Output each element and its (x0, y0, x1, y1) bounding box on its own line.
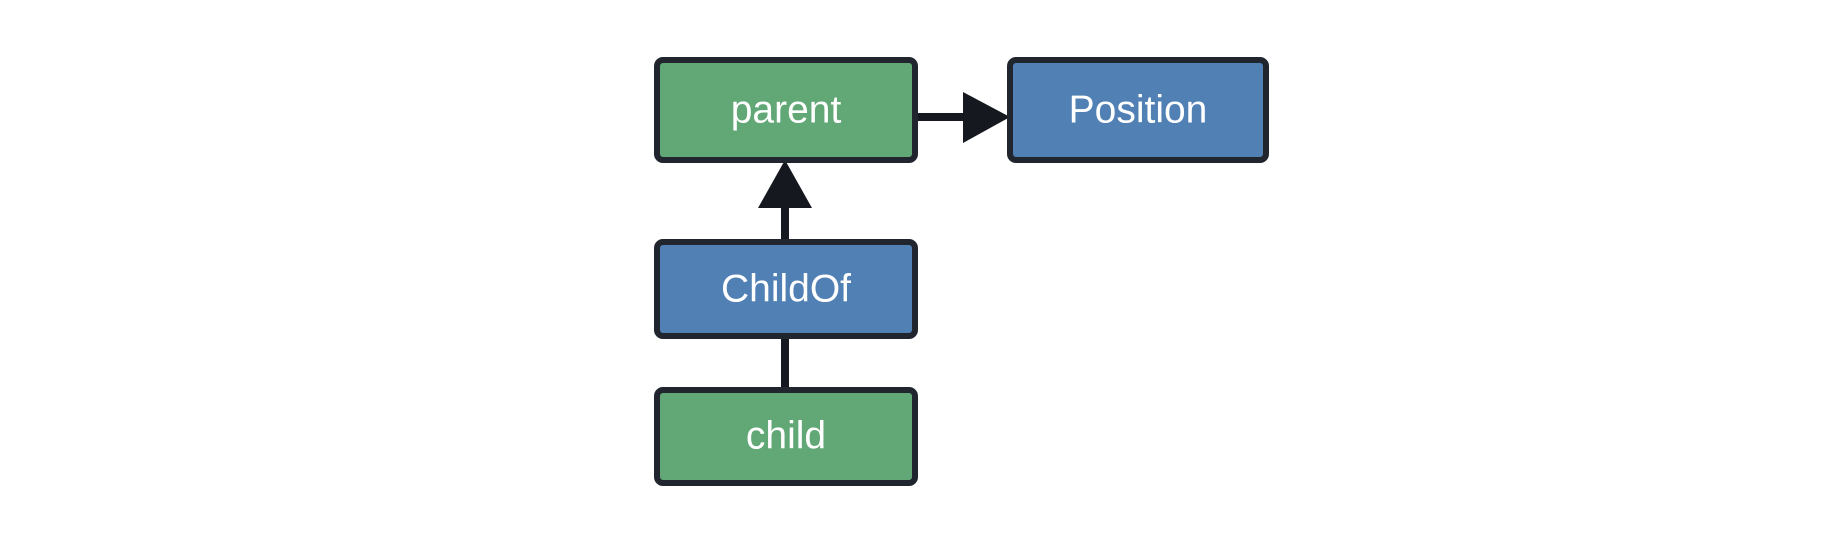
arrowhead-up-icon (758, 160, 812, 208)
arrowhead-right-icon (963, 92, 1010, 143)
node-child[interactable]: child (654, 387, 918, 486)
node-child-box[interactable] (654, 387, 918, 486)
edge-parent-to-position (915, 92, 1010, 143)
node-parent[interactable]: parent (654, 57, 918, 163)
node-position-label: Position (1069, 88, 1208, 131)
node-parent-label: parent (731, 88, 842, 131)
node-position-box[interactable] (1007, 57, 1269, 163)
node-childof-box[interactable] (654, 239, 918, 339)
node-childof-label: ChildOf (721, 267, 851, 310)
node-position[interactable]: Position (1007, 57, 1269, 163)
node-parent-box[interactable] (654, 57, 918, 163)
node-child-label: child (746, 414, 826, 457)
edge-childof-to-parent (758, 160, 812, 242)
node-childof[interactable]: ChildOf (654, 239, 918, 339)
